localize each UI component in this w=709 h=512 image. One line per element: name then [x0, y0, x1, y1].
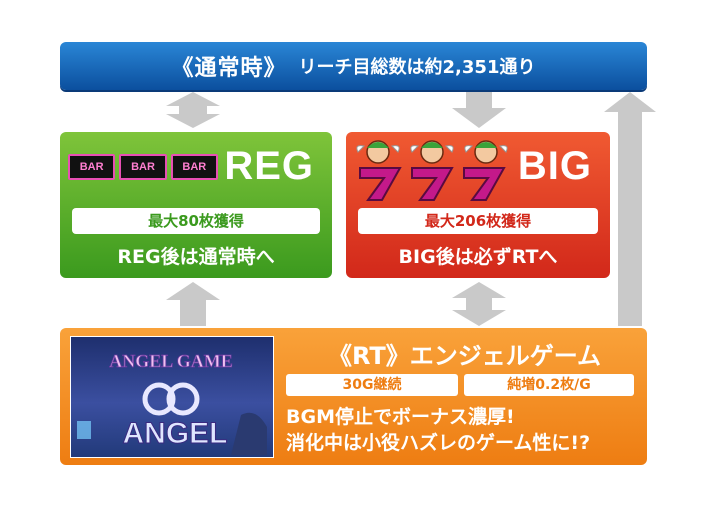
big-after-text: BIG後は必ずRTへ	[398, 246, 558, 268]
angel-game-logo-top: ANGEL GAME	[109, 351, 233, 371]
bar-symbol-icon: BAR	[170, 154, 218, 180]
bar-symbol-icon: BAR	[119, 154, 167, 180]
reg-bonus-box: BAR BAR BAR REG 最大80枚獲得 REG後は通常時へ	[60, 132, 332, 278]
rt-net-increase: 純増0.2枚/G	[464, 374, 634, 396]
angel-game-screenshot: ANGEL GAME ANGEL	[70, 336, 274, 458]
seven-symbol-icon	[359, 167, 402, 201]
double-arrow-normal-reg	[166, 92, 220, 128]
bar-symbol-icon: BAR	[68, 154, 116, 180]
normal-mode-banner: 《通常時》 リーチ目総数は約2,351通り	[60, 42, 647, 90]
down-arrow-normal-big	[452, 92, 506, 128]
rt-games-count: 30G継続	[286, 374, 458, 396]
angel-character-icon	[464, 140, 508, 164]
double-arrow-big-rt	[452, 282, 506, 326]
big-max-payout: 最大206枚獲得	[358, 208, 598, 234]
up-arrow-rt-reg	[166, 282, 220, 326]
rt-angel-game-box: ANGEL GAME ANGEL 《RT》エンジェルゲーム 30G継続 純増0.…	[60, 328, 647, 465]
reg-title: REG	[224, 144, 314, 188]
rt-description-1: BGM停止でボーナス濃厚!	[286, 406, 515, 428]
angel-game-logo-bottom: ANGEL	[123, 417, 228, 450]
big-title: BIG	[517, 144, 592, 188]
up-arrow-rt-normal	[604, 92, 656, 326]
reg-after-text: REG後は通常時へ	[117, 246, 275, 268]
rt-title: 《RT》エンジェルゲーム	[327, 342, 602, 370]
normal-mode-title: 《通常時》	[171, 56, 287, 81]
big-bonus-box: BIG 最大206枚獲得 BIG後は必ずRTへ	[346, 132, 610, 278]
reach-pattern-count: リーチ目総数は約2,351通り	[298, 57, 536, 78]
bar-symbols: BAR BAR BAR	[68, 154, 218, 180]
angel-character-icon	[356, 140, 400, 164]
seven-symbols	[356, 140, 508, 201]
seven-symbol-icon	[411, 167, 454, 201]
angel-character-icon	[410, 140, 454, 164]
reg-max-payout: 最大80枚獲得	[72, 208, 320, 234]
rt-description-2: 消化中は小役ハズレのゲーム性に!?	[286, 432, 591, 454]
seven-symbol-icon	[463, 167, 506, 201]
